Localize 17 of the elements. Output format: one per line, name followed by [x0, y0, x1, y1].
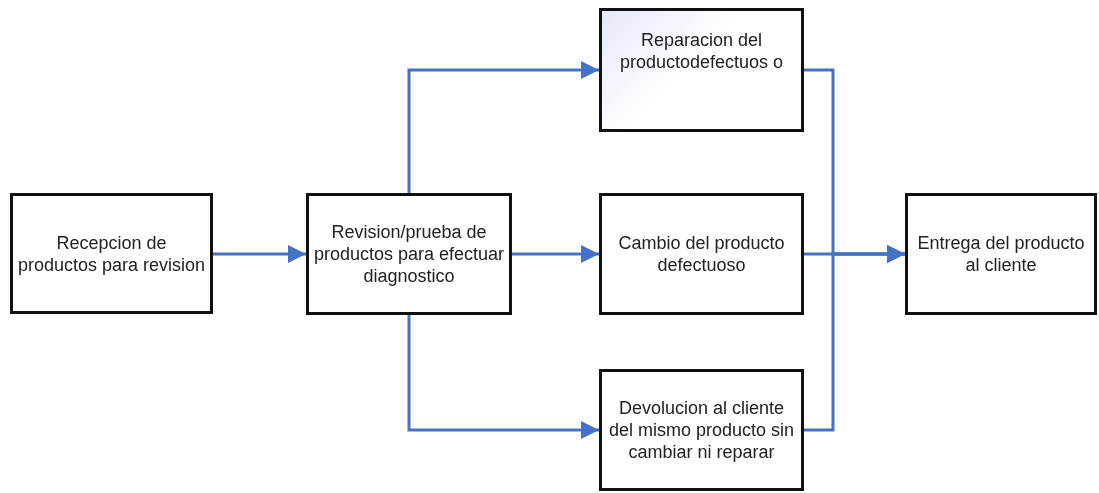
box-label: Recepcion de productos para revision [17, 231, 206, 276]
arrow [407, 315, 599, 439]
arrow [512, 245, 599, 263]
process-box [599, 193, 804, 315]
box-label: Revision/prueba de productos para efectuar diagnostico [313, 221, 505, 287]
process-box [306, 193, 512, 315]
arrow [407, 61, 599, 193]
process-box [905, 193, 1097, 315]
box-label: Reparacion del productodefectuos o [618, 29, 785, 73]
arrow [213, 245, 306, 263]
box-label: Cambio del producto defectuoso [617, 232, 786, 276]
arrow [804, 245, 905, 432]
process-box [599, 369, 804, 491]
box-label: Entrega del producto al cliente [916, 232, 1086, 276]
process-box [599, 8, 804, 132]
box-label: Devolucion al cliente del mismo producto sin cambiar ni reparar [607, 397, 796, 463]
process-box [10, 193, 213, 314]
